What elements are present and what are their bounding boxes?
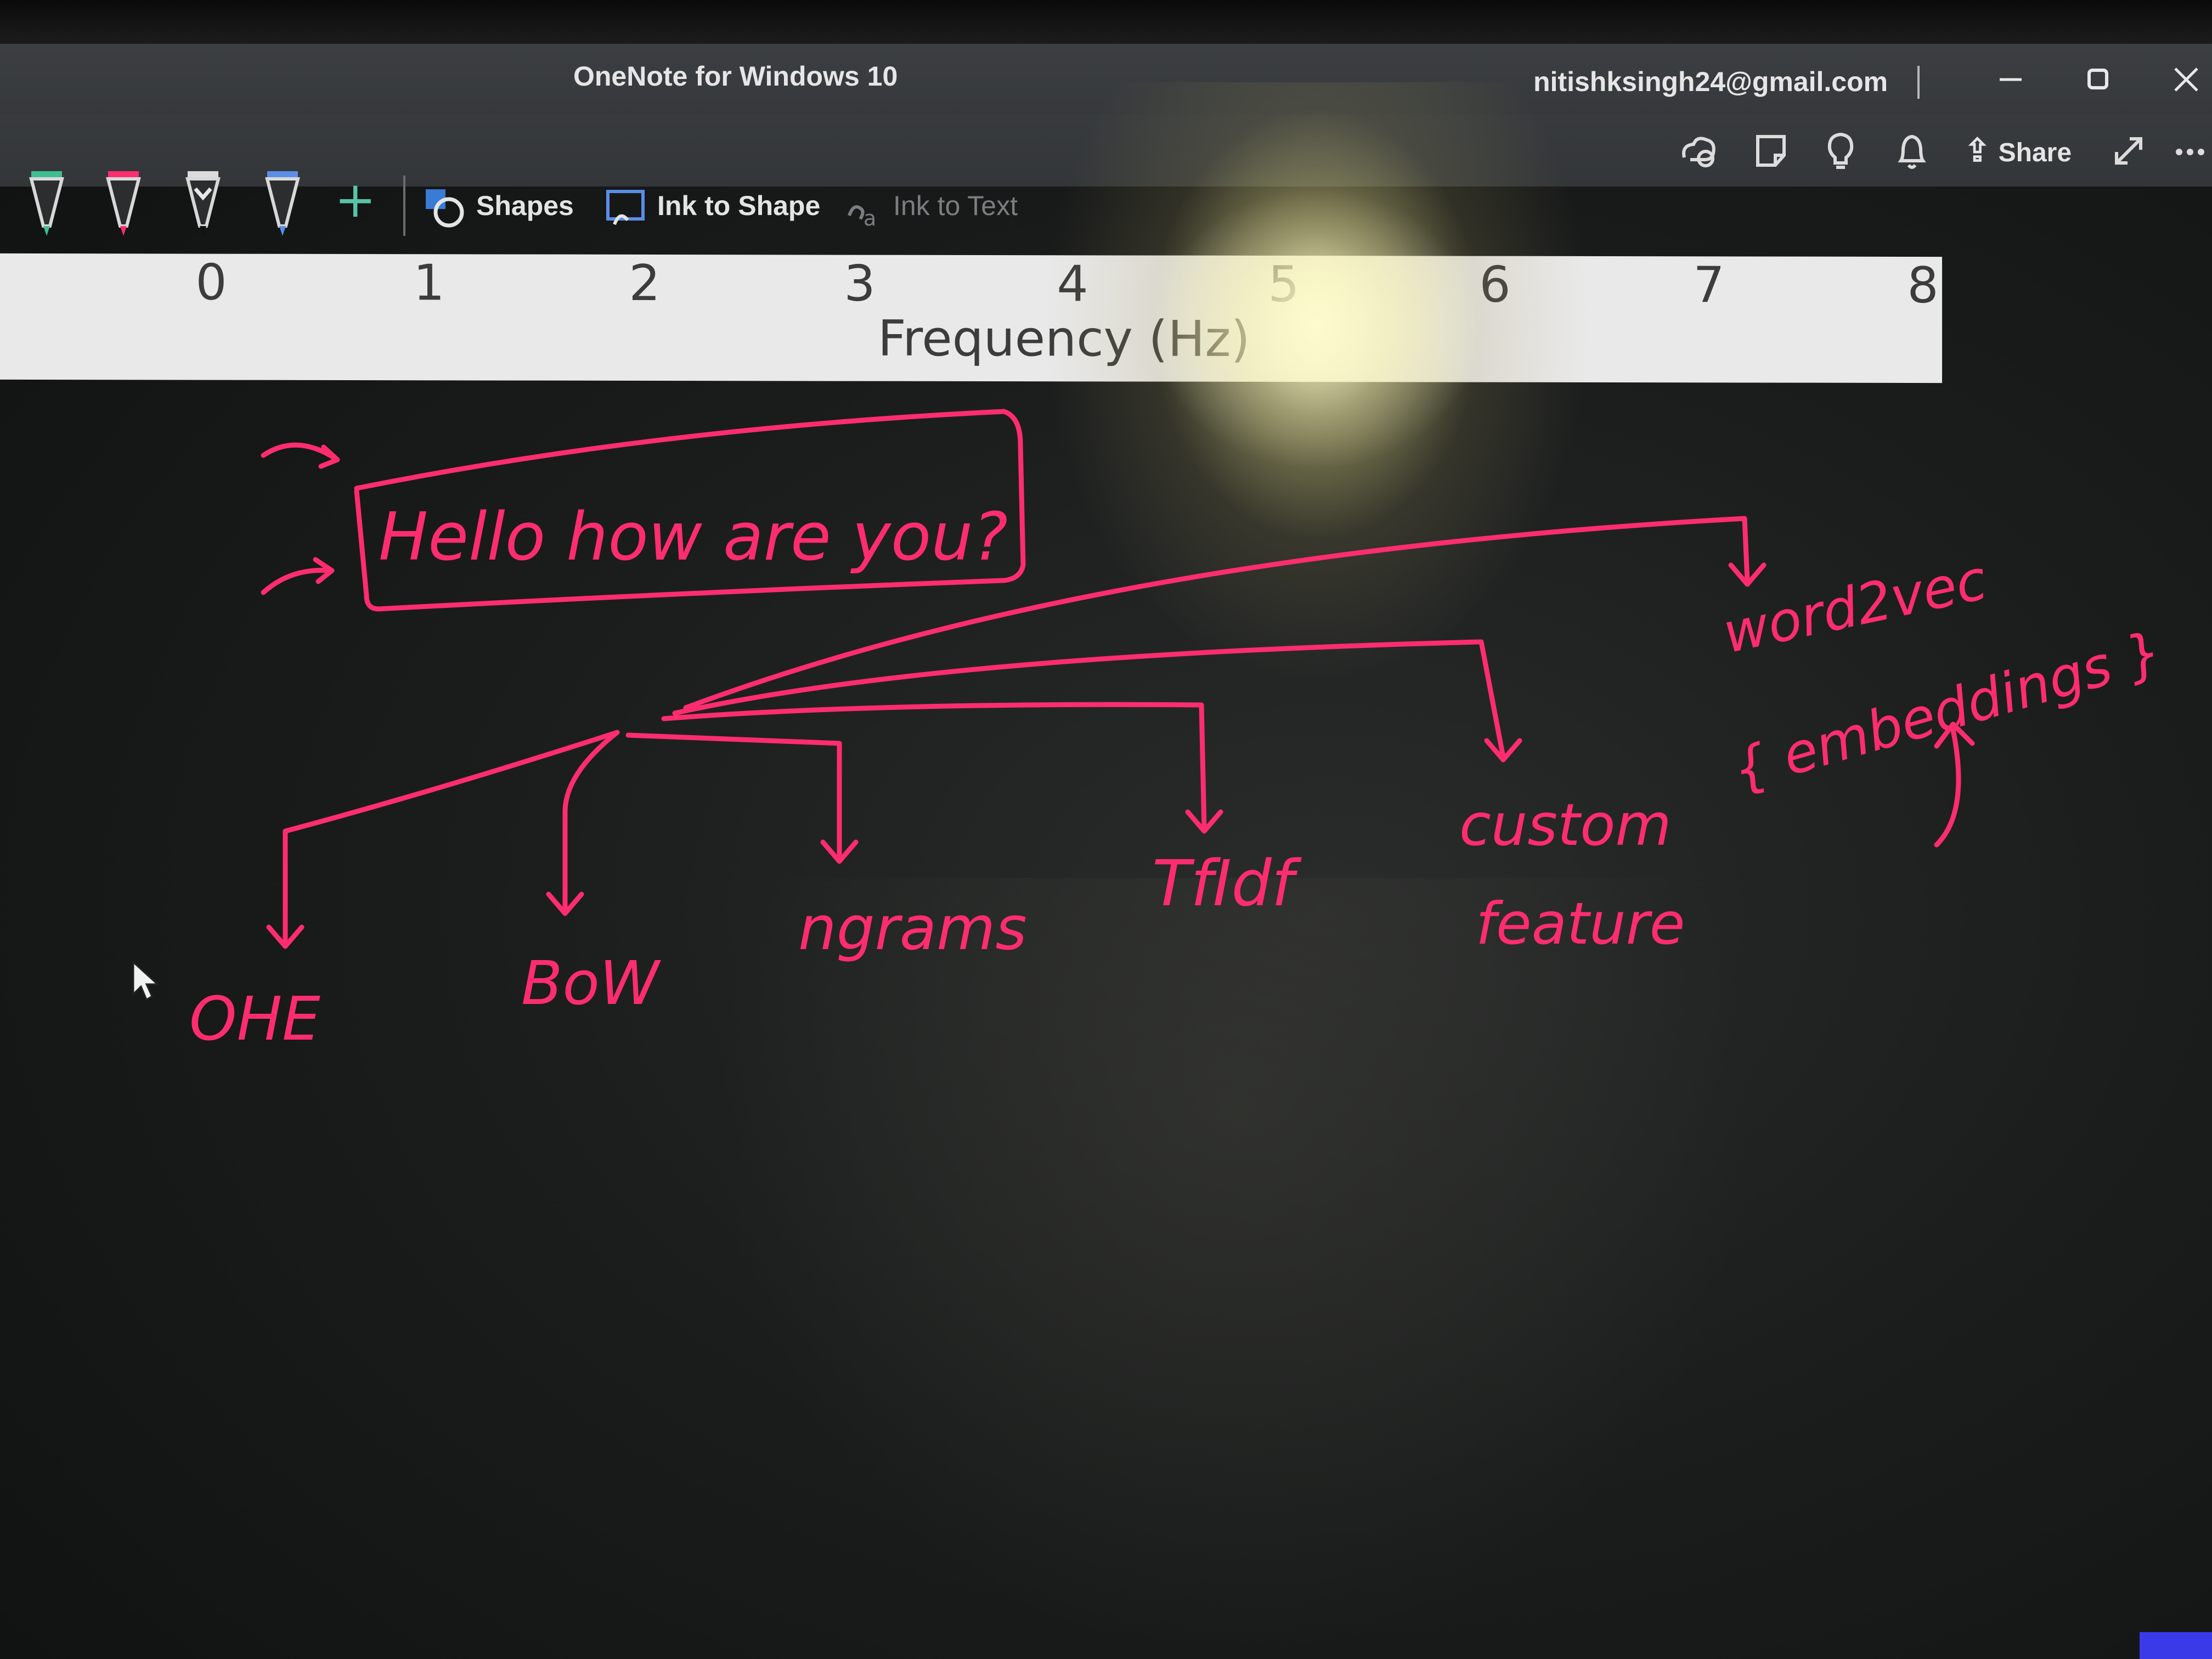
account-email[interactable]: nitishksingh24@gmail.com [1533, 66, 1888, 97]
ink-branch [683, 516, 1767, 710]
share-button[interactable]: ⇪Share [1964, 126, 2072, 176]
more-icon[interactable] [2167, 123, 2212, 178]
ink-to-shape-label: Ink to Shape [657, 190, 821, 221]
ink-label-tfidf: TfIdf [1152, 847, 1302, 921]
sticky-notes-icon[interactable] [1743, 123, 1798, 178]
ink-branch [672, 639, 1522, 763]
ink-to-shape-button[interactable]: Ink to Shape [603, 181, 820, 230]
blue-pen[interactable] [261, 165, 304, 241]
taskbar-corner [2140, 1632, 2212, 1659]
shapes-button[interactable]: Shapes [422, 181, 574, 230]
ink-label-word2vec: word2vec [1718, 548, 1993, 666]
ink-arrow [261, 557, 335, 595]
monitor-bezel [0, 0, 2212, 44]
ink-to-text-label: Ink to Text [893, 190, 1018, 221]
svg-text:a: a [864, 206, 876, 230]
ink-label-custom: custom [1459, 792, 1672, 859]
sentence-box [354, 409, 1026, 612]
ink-arrow [261, 442, 340, 469]
ink-label-ohe: OHE [189, 984, 320, 1054]
app-title: OneNote for Windows 10 [573, 61, 898, 92]
restore-icon[interactable] [2068, 55, 2129, 104]
add-pen-button[interactable]: + [335, 171, 376, 229]
ink-arrow [1934, 721, 1975, 848]
sync-icon[interactable] [1671, 123, 1725, 178]
toolbar-separator [403, 176, 405, 236]
ink-toolbar: + Shapes Ink to Shape a Ink to Text [0, 159, 2140, 252]
fullscreen-icon[interactable] [2101, 123, 2156, 178]
notifications-icon[interactable] [1884, 123, 1939, 178]
ink-to-text-button[interactable]: a Ink to Text [839, 181, 1018, 230]
ink-branch [625, 732, 859, 864]
title-separator [1917, 66, 1920, 99]
pink-pen[interactable] [101, 165, 145, 241]
ink-sentence: Hello how are you? [379, 499, 1008, 575]
minimize-icon[interactable] [1980, 55, 2041, 104]
share-icon: ⇪ [1964, 133, 1991, 168]
close-icon[interactable] [2156, 55, 2212, 104]
tell-me-icon[interactable] [1813, 123, 1868, 178]
ink-branch [546, 730, 620, 916]
shapes-icon [426, 189, 464, 228]
ink-label-bow: BoW [521, 948, 662, 1018]
ink-to-text-icon: a [848, 205, 876, 230]
title-bar: OneNote for Windows 10 nitishksingh24@gm… [0, 44, 2212, 115]
share-label: Share [1998, 138, 2072, 167]
ink-label-feature: feature [1476, 890, 1685, 957]
shapes-label: Shapes [476, 190, 574, 221]
ink-label-ngrams: ngrams [798, 893, 1027, 963]
ink-to-shape-icon [606, 189, 645, 225]
ink-branch [661, 702, 1223, 834]
green-pen[interactable] [25, 165, 69, 241]
mouse-pointer-icon [132, 960, 160, 1001]
black-pen[interactable] [181, 165, 225, 241]
ink-branch [266, 730, 620, 949]
